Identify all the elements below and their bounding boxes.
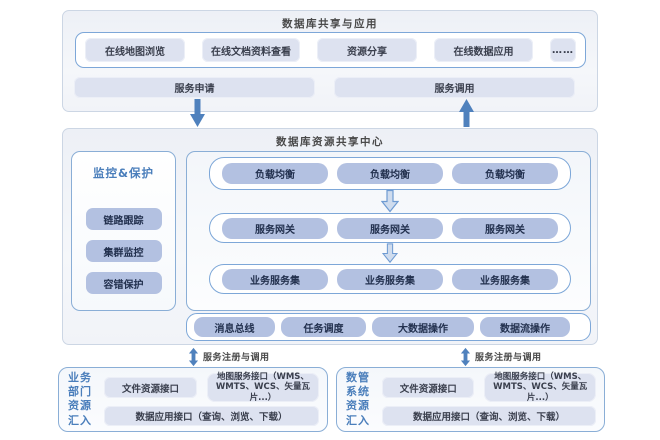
center-section: 数据库资源共享中心 监控&保护 链路跟踪 集群监控 容错保护 负载均衡 负载均衡…	[62, 128, 598, 345]
interface-row: 文件资源接口 地图服务接口（WMS、WMTS、WCS、矢量瓦片...）	[382, 372, 596, 403]
fault-tolerance-pill: 容错保护	[85, 272, 162, 294]
business-service-pill: 业务服务集	[452, 268, 558, 290]
data-mgmt-import-section: 数管 系统 资源 汇入 文件资源接口 地图服务接口（WMS、WMTS、WCS、矢…	[336, 367, 605, 432]
pill-online-doc-view: 在线文档资料查看	[202, 38, 300, 62]
monitor-panel-title: 监控&保护	[92, 166, 155, 180]
cluster-monitor-pill: 集群监控	[85, 240, 162, 262]
service-call-pill: 服务调用	[334, 77, 575, 98]
service-register-link-left: 服务注册与调用	[188, 346, 270, 367]
service-gateway-pill: 服务网关	[452, 217, 558, 239]
app-container: 在线地图浏览 在线文档资料查看 资源分享 在线数据应用 ……	[75, 32, 586, 68]
pill-online-map-browse: 在线地图浏览	[85, 38, 185, 62]
data-mgmt-label: 数管 系统 资源 汇入	[337, 368, 382, 431]
label-line: 汇入	[346, 413, 370, 427]
load-balance-pill: 负载均衡	[222, 163, 328, 184]
label-line: 数管	[346, 371, 370, 384]
interface-area: 文件资源接口 地图服务接口（WMS、WMTS、WCS、矢量瓦片...） 数据应用…	[382, 368, 604, 431]
business-service-row: 业务服务集 业务服务集 业务服务集	[209, 264, 571, 294]
bigdata-ops-pill: 大数据操作	[372, 317, 474, 337]
load-balance-pill: 负载均衡	[337, 163, 443, 184]
message-bus-pill: 消息总线	[194, 317, 275, 337]
label-line: 业务	[68, 371, 92, 384]
service-register-label: 服务注册与调用	[203, 353, 270, 363]
pill-ellipsis: ……	[550, 38, 576, 62]
top-section: 数据库共享与应用 在线地图浏览 在线文档资料查看 资源分享 在线数据应用 …… …	[62, 10, 598, 112]
block-down-arrow-icon	[381, 243, 399, 264]
down-arrow-icon	[190, 99, 205, 127]
label-line: 资源	[68, 399, 92, 413]
service-apply-pill: 服务申请	[74, 77, 315, 98]
pill-online-data-app: 在线数据应用	[434, 38, 533, 62]
up-arrow-icon	[459, 99, 474, 127]
business-service-pill: 业务服务集	[337, 268, 443, 290]
center-section-title: 数据库资源共享中心	[276, 136, 384, 148]
label-line: 系统	[346, 385, 370, 399]
bus-strip: 消息总线 任务调度 大数据操作 数据流操作	[186, 313, 591, 341]
business-dept-import-section: 业务 部门 资源 汇入 文件资源接口 地图服务接口（WMS、WMTS、WCS、矢…	[58, 367, 328, 432]
label-line: 资源	[346, 399, 370, 413]
link-trace-pill: 链路跟踪	[85, 208, 162, 230]
dataflow-ops-pill: 数据流操作	[480, 317, 570, 337]
block-down-arrow-icon	[381, 189, 399, 213]
task-schedule-pill: 任务调度	[281, 317, 366, 337]
service-panel: 负载均衡 负载均衡 负载均衡 服务网关 服务网关 服务网关 业务服务集 业务服务…	[186, 151, 591, 311]
label-line: 部门	[68, 385, 92, 399]
service-row: 服务申请 服务调用	[74, 77, 575, 98]
file-resource-interface-pill: 文件资源接口	[104, 377, 197, 398]
data-app-interface-pill: 数据应用接口（查询、浏览、下载）	[104, 406, 319, 426]
file-resource-interface-pill: 文件资源接口	[382, 377, 475, 398]
double-arrow-icon	[188, 347, 199, 366]
load-balance-pill: 负载均衡	[452, 163, 558, 184]
map-service-interface-pill: 地图服务接口（WMS、WMTS、WCS、矢量瓦片...）	[484, 372, 596, 403]
pill-resource-share: 资源分享	[317, 38, 417, 62]
service-gateway-row: 服务网关 服务网关 服务网关	[209, 213, 571, 243]
map-service-interface-pill: 地图服务接口（WMS、WMTS、WCS、矢量瓦片...）	[206, 372, 319, 403]
monitor-protect-panel: 监控&保护 链路跟踪 集群监控 容错保护	[71, 151, 176, 311]
interface-area: 文件资源接口 地图服务接口（WMS、WMTS、WCS、矢量瓦片...） 数据应用…	[104, 368, 327, 431]
service-register-label: 服务注册与调用	[475, 353, 542, 363]
double-arrow-icon	[460, 347, 471, 366]
data-app-interface-pill: 数据应用接口（查询、浏览、下载）	[382, 406, 596, 426]
load-balance-row: 负载均衡 负载均衡 负载均衡	[209, 157, 571, 190]
service-register-link-right: 服务注册与调用	[460, 346, 542, 367]
service-gateway-pill: 服务网关	[337, 217, 443, 239]
label-line: 汇入	[68, 413, 92, 427]
business-service-pill: 业务服务集	[222, 268, 328, 290]
top-section-title: 数据库共享与应用	[282, 18, 378, 30]
interface-row: 文件资源接口 地图服务接口（WMS、WMTS、WCS、矢量瓦片...）	[104, 372, 319, 403]
business-dept-label: 业务 部门 资源 汇入	[59, 368, 104, 431]
service-gateway-pill: 服务网关	[222, 217, 328, 239]
